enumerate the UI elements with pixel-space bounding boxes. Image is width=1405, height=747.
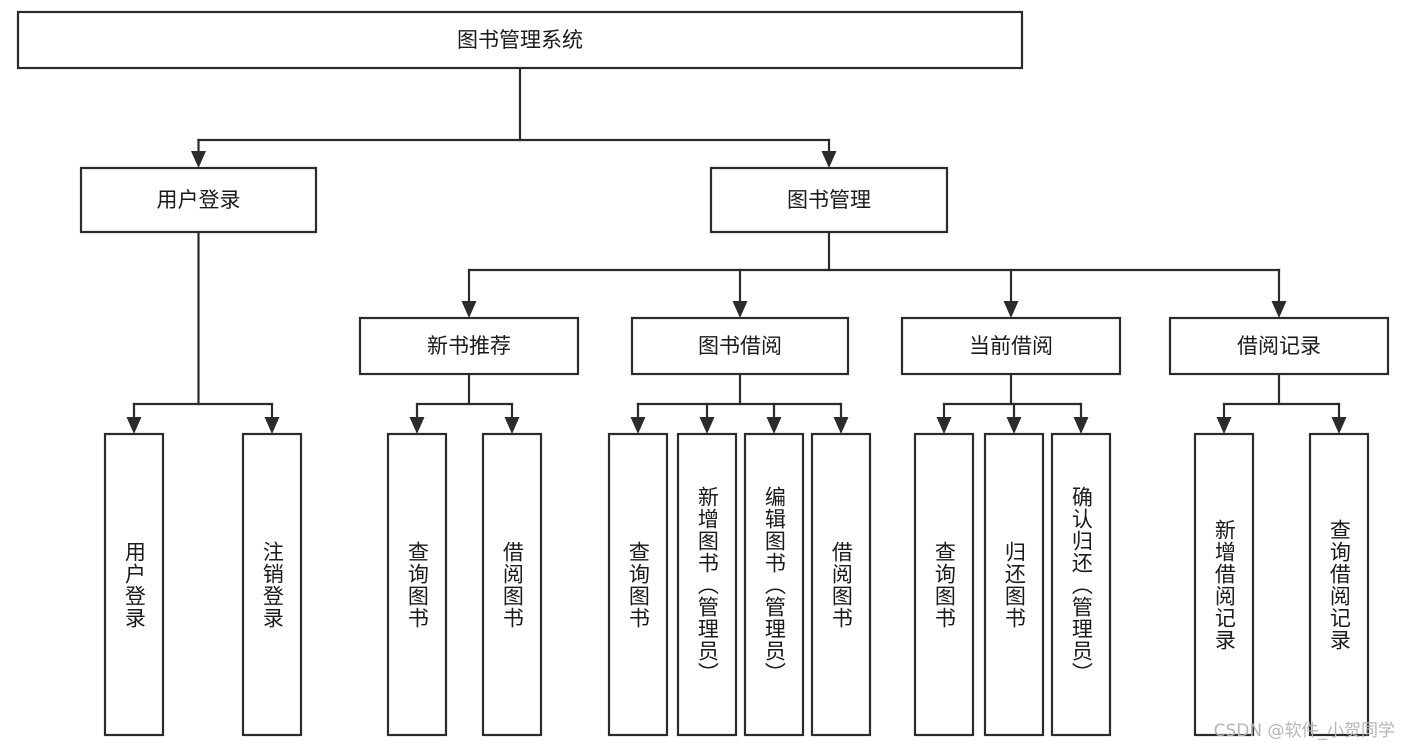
node-label: 图书管理系统 [457, 28, 583, 52]
node-box [983, 432, 1045, 737]
node-user-login-do[interactable] [103, 432, 165, 737]
node-box [241, 432, 303, 737]
arrow-head-icon [191, 151, 206, 168]
node-box [676, 432, 738, 737]
arrow-head-icon [504, 417, 520, 434]
arrow-head-icon [732, 301, 748, 318]
node-label: 新书推荐 [427, 334, 511, 358]
node-add-book-admin[interactable] [676, 432, 738, 737]
node-query-book-2[interactable] [607, 432, 669, 737]
node-add-borrow-record[interactable] [1193, 432, 1255, 737]
node-new-book-recommend[interactable]: 新书推荐 [358, 316, 580, 376]
node-label: 用户登录 [157, 188, 241, 212]
arrow-head-icon [766, 417, 782, 434]
arrow-head-icon [1331, 417, 1347, 434]
node-box [1193, 432, 1255, 737]
node-confirm-return-admin[interactable] [1050, 432, 1112, 737]
node-label: 图书借阅 [698, 334, 782, 358]
arrow-head-icon [936, 417, 952, 434]
node-borrow-book-1[interactable] [481, 432, 543, 737]
node-box [630, 316, 850, 376]
node-box [913, 432, 975, 737]
watermark-text: CSDN @软件_小贺同学 [1213, 721, 1395, 741]
node-current-borrow[interactable]: 当前借阅 [900, 316, 1122, 376]
node-query-borrow-record[interactable] [1308, 432, 1370, 737]
arrow-head-icon [699, 417, 715, 434]
node-box [1050, 432, 1112, 737]
node-label: 当前借阅 [969, 334, 1053, 358]
edges-layer [126, 66, 1347, 434]
arrow-head-icon [264, 417, 280, 434]
arrow-head-icon [1006, 417, 1022, 434]
node-box [103, 432, 165, 737]
node-query-book-3[interactable] [913, 432, 975, 737]
arrow-head-icon [409, 417, 425, 434]
node-book-manage[interactable]: 图书管理 [709, 166, 949, 234]
node-query-book-1[interactable] [386, 432, 448, 737]
arrow-head-icon [1003, 301, 1019, 318]
arrow-head-icon [1271, 301, 1287, 318]
node-box [1308, 432, 1370, 737]
node-box [1168, 316, 1390, 376]
node-box [386, 432, 448, 737]
arrow-head-icon [833, 417, 849, 434]
arrow-head-icon [126, 417, 142, 434]
node-user-login[interactable]: 用户登录 [79, 166, 318, 234]
node-borrow-record[interactable]: 借阅记录 [1168, 316, 1390, 376]
node-borrow-book-2[interactable] [810, 432, 872, 737]
node-box [481, 432, 543, 737]
arrow-head-icon [461, 301, 477, 318]
node-book-borrow[interactable]: 图书借阅 [630, 316, 850, 376]
node-box [743, 432, 805, 737]
node-box [358, 316, 580, 376]
arrow-head-icon [630, 417, 646, 434]
node-box [900, 316, 1122, 376]
node-box [16, 10, 1024, 70]
node-edit-book-admin[interactable] [743, 432, 805, 737]
node-return-book[interactable] [983, 432, 1045, 737]
node-box [810, 432, 872, 737]
node-label: 图书管理 [787, 188, 871, 212]
arrow-head-icon [1216, 417, 1232, 434]
arrow-head-icon [1073, 417, 1089, 434]
node-root[interactable]: 图书管理系统 [16, 10, 1024, 70]
node-user-logout[interactable] [241, 432, 303, 737]
node-label: 借阅记录 [1237, 334, 1321, 358]
node-box [79, 166, 318, 234]
node-box [607, 432, 669, 737]
arrow-head-icon [821, 151, 837, 168]
node-box [709, 166, 949, 234]
